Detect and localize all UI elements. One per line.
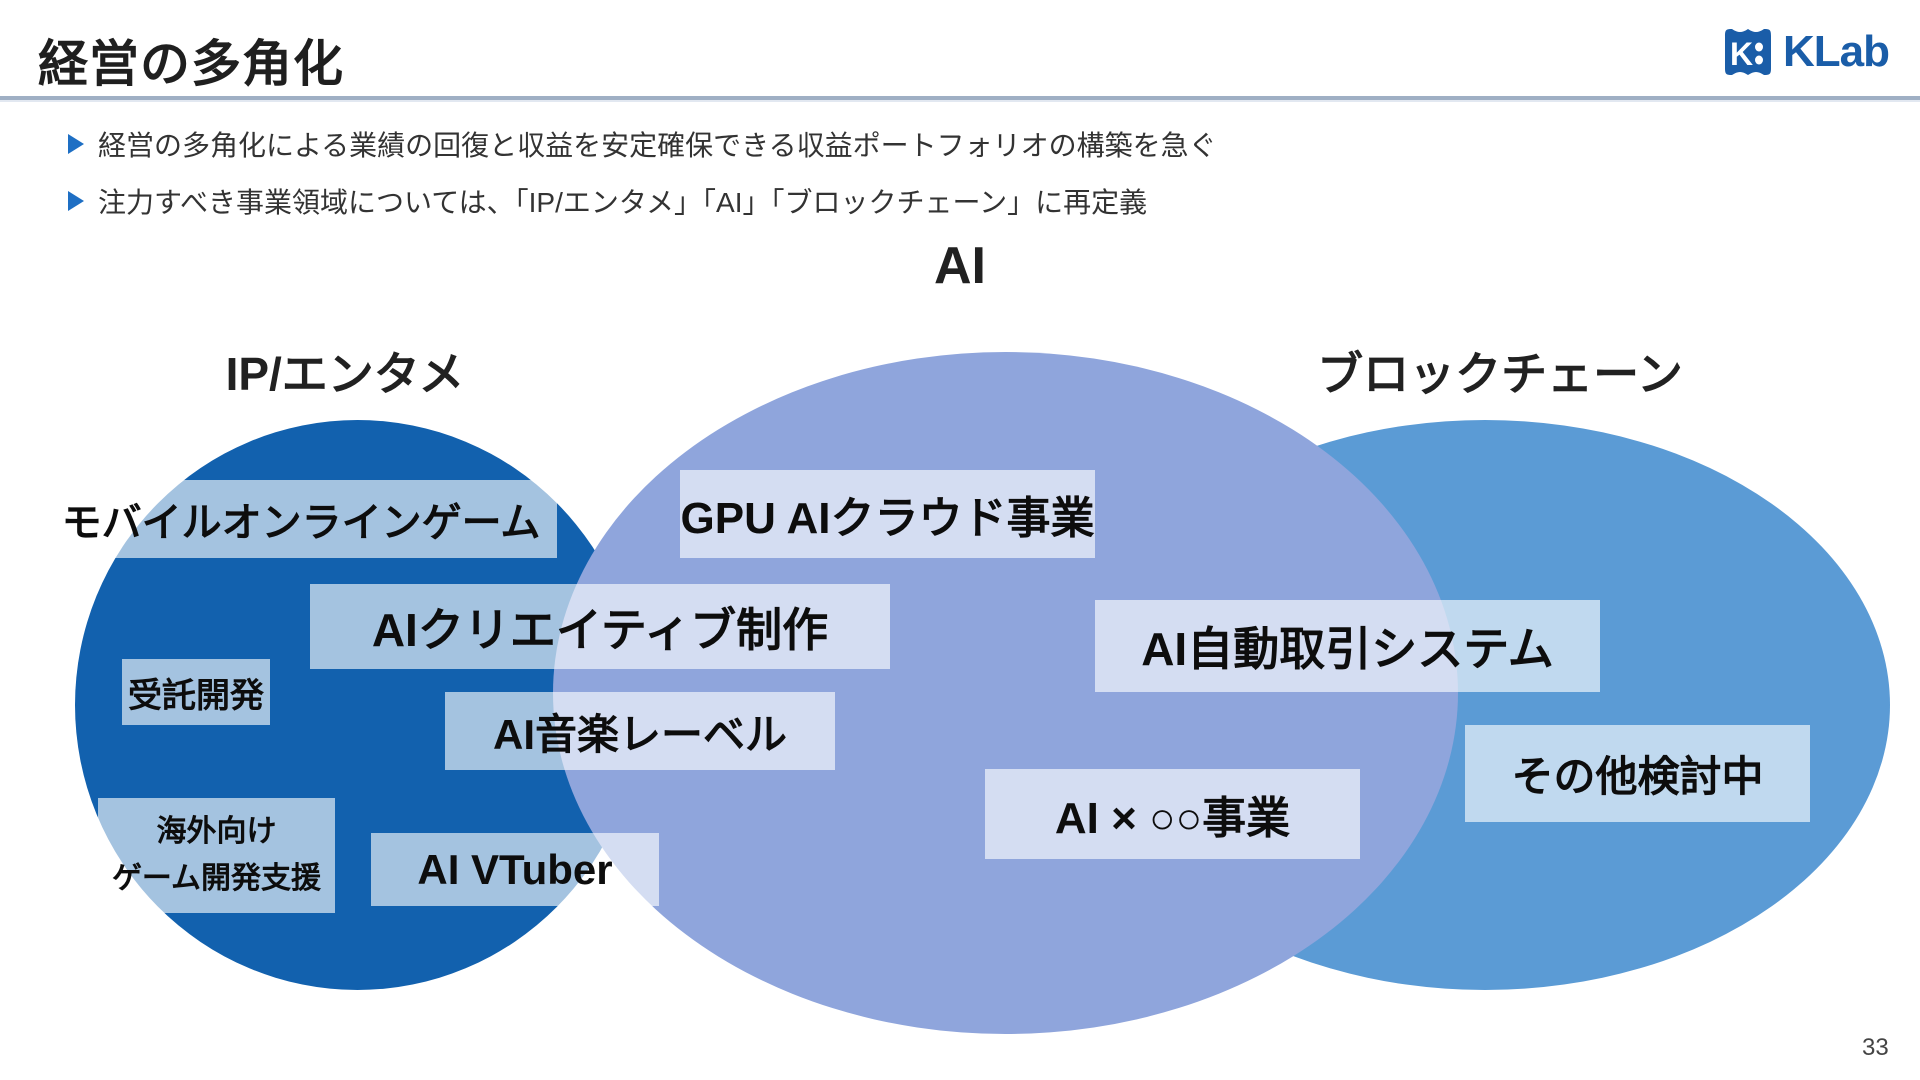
venn-label-blockchain: ブロックチェーン [1317, 348, 1683, 400]
page-title: 経営の多角化 [38, 36, 344, 92]
bullet-1: 経営の多角化による業績の回復と収益を安定確保できる収益ポートフォリオの構築を急ぐ [68, 124, 1217, 164]
venn-item-other-under-review: その他検討中 [1465, 725, 1810, 822]
page-number: 33 [1862, 1034, 1889, 1061]
bullet-triangle-icon [68, 134, 84, 154]
venn-item-mobile-online-game: モバイルオンラインゲーム [45, 480, 557, 558]
venn-item-gpu-ai-cloud: GPU AIクラウド事業 [680, 470, 1095, 558]
venn-item-ai-x-business: AI × ○○事業 [985, 769, 1360, 859]
title-divider [0, 96, 1920, 102]
venn-label-ip-entertainment: IP/エンタメ [225, 348, 465, 400]
venn-item-overseas-game-dev-support: 海外向け ゲーム開発支援 [98, 798, 335, 913]
bullet-1-text: 経営の多角化による業績の回復と収益を安定確保できる収益ポートフォリオの構築を急ぐ [98, 130, 1217, 161]
bullet-2-text: 注力すべき事業領域については、「IP/エンタメ」「AI」「ブロックチェーン」に再… [98, 187, 1148, 218]
venn-item-ai-vtuber: AI VTuber [371, 833, 659, 906]
svg-text:K: K [1730, 36, 1753, 72]
klab-mark-icon: K [1725, 29, 1771, 75]
klab-logo-text: KLab [1783, 27, 1890, 76]
bullet-triangle-icon [68, 191, 84, 211]
klab-logo: K KLab [1722, 24, 1890, 80]
venn-item-ai-music-label: AI音楽レーベル [445, 692, 835, 770]
venn-label-ai: AI [934, 237, 986, 295]
bullet-2: 注力すべき事業領域については、「IP/エンタメ」「AI」「ブロックチェーン」に再… [68, 181, 1147, 221]
venn-item-ai-auto-trading: AI自動取引システム [1095, 600, 1600, 692]
venn-item-ai-creative-production: AIクリエイティブ制作 [310, 584, 890, 669]
venn-item-contract-development: 受託開発 [122, 659, 270, 725]
